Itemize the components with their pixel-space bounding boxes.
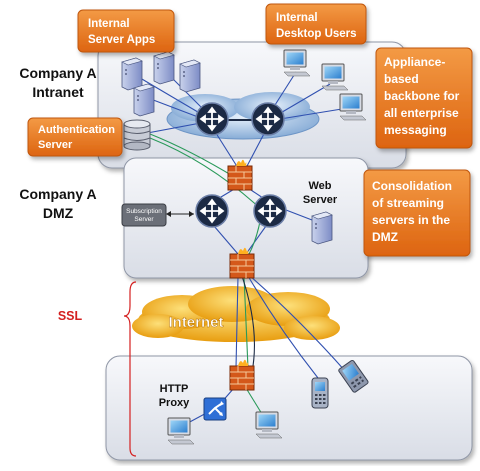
zone-label-intranet: Intranet [32,84,84,100]
svg-text:of streaming: of streaming [372,196,444,210]
link [245,387,263,415]
link [273,107,349,121]
router-icon [251,102,285,136]
web-server-label: Web [308,180,331,192]
internet-label: Internet [168,314,223,331]
proxy-switch-icon [203,397,227,421]
link [241,275,256,373]
link [213,225,239,255]
link [245,225,267,255]
svg-text:Desktop Users: Desktop Users [276,28,357,40]
link [245,129,267,169]
svg-text:DMZ: DMZ [372,230,398,244]
firewall-icon [227,159,253,191]
web-server-label: Server [303,194,338,206]
zone-label-dmz: DMZ [43,205,74,221]
link [235,275,239,369]
callout-internal-server-apps: Internal Server Apps [77,9,175,53]
callout-internal-desktop-users: Internal Desktop Users [265,3,367,45]
firewall-icon [229,247,255,279]
svg-text:all enterprise: all enterprise [384,106,459,120]
http-proxy-label: HTTP [160,383,189,395]
desktop-icon [321,63,349,91]
svg-text:messaging: messaging [384,123,447,137]
link [249,275,347,373]
desktop-icon [255,411,283,439]
desktop-icon [283,49,311,77]
ssl-label: SSL [58,309,83,323]
server-icon [133,83,155,117]
link [213,129,239,169]
zone-label-intranet: Company A [19,65,96,81]
server-icon [179,59,201,93]
link [247,275,319,379]
firewall-icon [229,359,255,391]
svg-text:Consolidation: Consolidation [372,179,452,193]
web-server-icon [311,211,333,245]
server-icon [121,57,143,91]
svg-text:Authentication: Authentication [38,124,115,136]
callout-appliance-backbone: Appliance- based backbone for all enterp… [375,47,473,149]
router-icon [195,102,229,136]
svg-text:backbone for: backbone for [384,89,460,103]
callout-streaming-consolidation: Consolidation of streaming servers in th… [363,169,471,257]
link [141,121,207,135]
desktop-icon [167,417,195,445]
svg-text:Server: Server [38,139,73,151]
http-proxy-label: Proxy [159,397,190,409]
subscription-server-label: Subscription [126,208,162,215]
link-auth [149,133,237,179]
ssl-bracket [123,281,137,457]
svg-text:based: based [384,72,419,86]
svg-text:Internal: Internal [276,12,318,24]
subscription-server-label: Server [134,216,154,223]
pda-icon [338,359,369,393]
svg-text:Internal: Internal [88,18,130,30]
svg-text:Appliance-: Appliance- [384,55,445,69]
internet-cloud [132,286,340,342]
link [285,209,313,221]
remote-panel [105,355,473,461]
link [129,71,209,119]
link-auth [149,137,263,211]
svg-text:servers in the: servers in the [372,213,450,227]
subscription-server-box [121,203,167,227]
database-icon [123,119,151,151]
router-icon [195,194,229,228]
zone-label-dmz: Company A [19,186,96,202]
router-icon [253,194,287,228]
svg-text:Server Apps: Server Apps [88,34,155,46]
mobile-phone-icon [311,377,329,409]
link [243,275,249,369]
desktop-icon [339,93,367,121]
server-icon [153,51,175,85]
callout-authentication-server: Authentication Server [27,117,123,157]
